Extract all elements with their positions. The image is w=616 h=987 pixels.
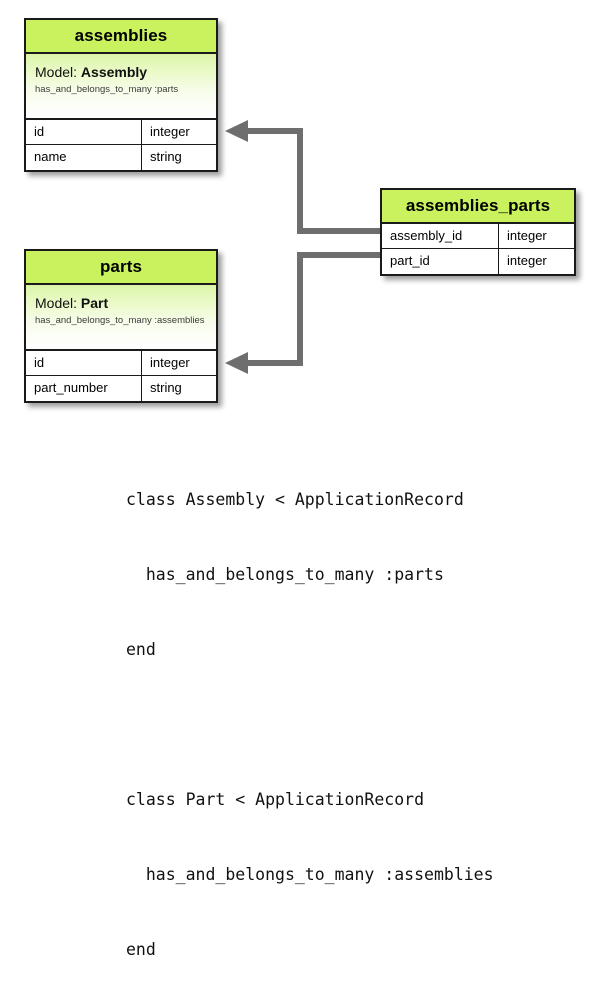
field-type: string [150,380,182,395]
entity-title-assemblies-parts: assemblies_parts [382,190,574,224]
code-line: end [126,940,156,959]
field-list: assembly_id integer part_id integer [382,224,574,274]
field-name: id [26,120,142,144]
arrowhead-icon [225,120,248,142]
field-name: part_number [26,376,142,401]
model-line: Model: Assembly [35,64,207,80]
entity-title-parts: parts [26,251,216,285]
table-row[interactable]: part_number string [26,376,216,401]
code-line: has_and_belongs_to_many :parts [126,565,444,584]
model-label: Model: [35,295,78,311]
field-name: assembly_id [382,224,499,248]
field-type: integer [507,228,547,243]
code-line: has_and_belongs_to_many :assemblies [126,865,494,884]
table-row[interactable]: assembly_id integer [382,224,574,249]
entity-table-parts[interactable]: parts Model: Part has_and_belongs_to_man… [24,249,218,403]
code-line: class Part < ApplicationRecord [126,790,425,809]
relationship-part-id-to-parts [225,252,380,374]
table-row[interactable]: id integer [26,120,216,145]
model-name: Part [80,295,109,311]
code-line: end [126,640,156,659]
table-row[interactable]: id integer [26,351,216,376]
field-name: name [26,145,142,170]
association-line: has_and_belongs_to_many :assemblies [35,315,205,327]
relationship-assembly-id-to-assemblies [225,120,380,234]
entity-body-assemblies: Model: Assembly has_and_belongs_to_many … [26,54,216,120]
field-type: integer [150,124,190,139]
association-line: has_and_belongs_to_many :parts [35,84,179,96]
field-name: id [26,351,142,375]
field-list: id integer part_number string [26,351,216,401]
table-row[interactable]: part_id integer [382,249,574,274]
field-type: integer [507,253,547,268]
code-line: class Assembly < ApplicationRecord [126,490,464,509]
entity-table-assemblies[interactable]: assemblies Model: Assembly has_and_belon… [24,18,218,172]
arrowhead-icon [225,352,248,374]
model-name: Assembly [80,64,148,80]
model-line: Model: Part [35,295,207,311]
model-label: Model: [35,64,78,80]
field-name: part_id [382,249,499,274]
entity-table-assemblies-parts[interactable]: assemblies_parts assembly_id integer par… [380,188,576,276]
code-line-blank [126,712,494,737]
entity-title-assemblies: assemblies [26,20,216,54]
field-list: id integer name string [26,120,216,170]
table-row[interactable]: name string [26,145,216,170]
code-snippet: class Assembly < ApplicationRecord has_a… [126,437,494,987]
entity-body-parts: Model: Part has_and_belongs_to_many :ass… [26,285,216,351]
field-type: integer [150,355,190,370]
field-type: string [150,149,182,164]
